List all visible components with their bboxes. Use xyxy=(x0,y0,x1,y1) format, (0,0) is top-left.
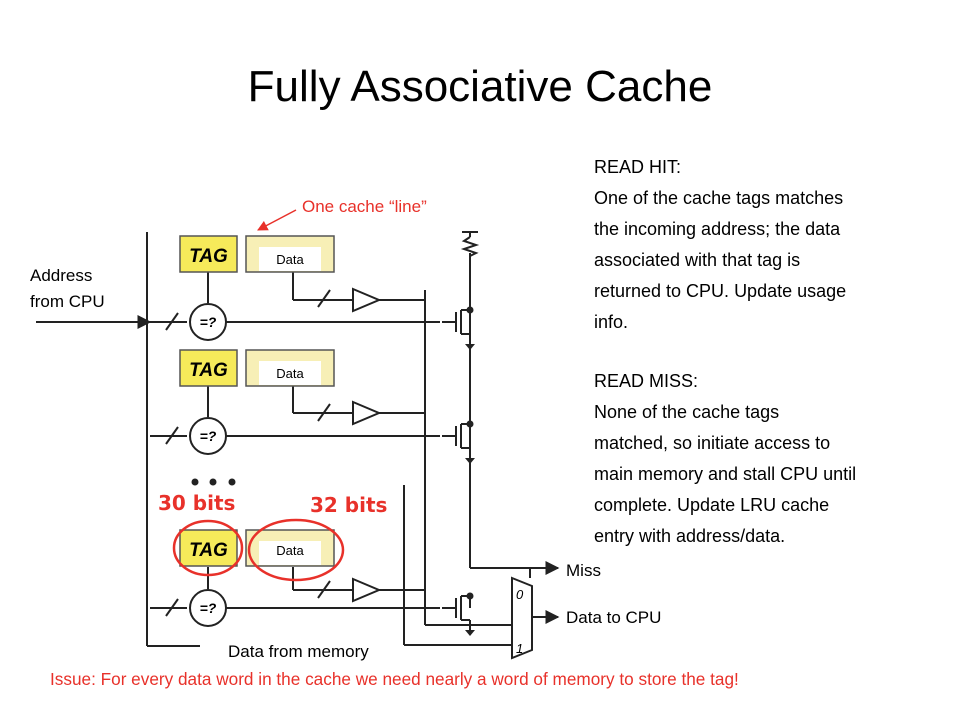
read-hit-line-2: the incoming address; the data xyxy=(594,219,841,239)
read-hit-line-1: One of the cache tags matches xyxy=(594,188,844,208)
data-to-cpu-label: Data to CPU xyxy=(566,608,662,627)
data-highlight xyxy=(247,518,345,582)
read-hit-block: READ HIT: One of the cache tags matches … xyxy=(594,152,846,338)
ellipsis-dots xyxy=(191,478,236,486)
compare-label-3: =? xyxy=(200,600,217,616)
address-label-line1: Address xyxy=(30,266,93,285)
issue-note: Issue: For every data word in the cache … xyxy=(50,669,739,689)
data-label-3: Data xyxy=(276,543,304,558)
read-miss-block: READ MISS: None of the cache tags matche… xyxy=(594,366,856,552)
tag-label-1: TAG xyxy=(189,246,228,267)
compare-label-2: =? xyxy=(200,428,217,444)
tag-label-2: TAG xyxy=(189,360,228,381)
read-hit-heading: READ HIT: xyxy=(594,157,682,177)
bits32-label: 32 bits xyxy=(310,493,387,517)
tag-boxes: TAG TAG TAG xyxy=(179,235,238,567)
read-hit-line-3: associated with that tag is xyxy=(594,250,801,270)
address-bus xyxy=(146,232,200,647)
data-boxes: Data Data Data xyxy=(245,235,335,567)
tag-label-3: TAG xyxy=(189,540,228,561)
read-miss-heading: READ MISS: xyxy=(594,371,699,391)
address-label-line2: from CPU xyxy=(30,292,105,311)
mux-input-1: 1 xyxy=(516,641,523,656)
read-miss-line-2: matched, so initiate access to xyxy=(594,433,831,453)
cache-line-arrow xyxy=(257,209,297,231)
tag-highlight xyxy=(172,519,244,577)
data-from-memory-label: Data from memory xyxy=(228,642,369,661)
read-hit-line-4: returned to CPU. Update usage xyxy=(594,281,847,301)
page-title: Fully Associative Cache xyxy=(247,62,713,111)
compare-label-1: =? xyxy=(200,314,217,330)
read-miss-line-5: entry with address/data. xyxy=(594,526,786,546)
mux-input-0: 0 xyxy=(516,587,524,602)
data-label-1: Data xyxy=(276,252,304,267)
read-miss-line-4: complete. Update LRU cache xyxy=(594,495,830,515)
read-miss-line-3: main memory and stall CPU until xyxy=(594,464,857,484)
read-miss-line-1: None of the cache tags xyxy=(594,402,780,422)
bits30-label: 30 bits xyxy=(158,491,235,515)
comparators: =? =? =? xyxy=(189,303,227,627)
pulldown-transistors xyxy=(441,306,476,637)
one-cache-line-label: One cache “line” xyxy=(302,197,427,216)
miss-label: Miss xyxy=(566,561,601,580)
read-hit-line-5: info. xyxy=(594,312,629,332)
output-mux: 0 1 xyxy=(511,576,560,660)
data-label-2: Data xyxy=(276,366,304,381)
